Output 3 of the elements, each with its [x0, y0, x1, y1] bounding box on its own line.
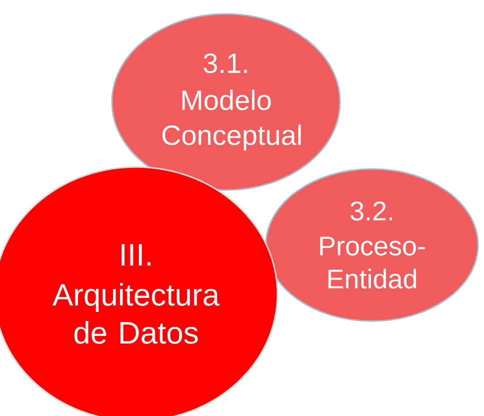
ellipse-node: 3.1. Modelo Conceptual [111, 13, 341, 191]
ellipse-node: III. Arquitectura de Datos [0, 166, 278, 416]
ellipse-node: 3.2. Proceso-Entidad [265, 168, 479, 322]
